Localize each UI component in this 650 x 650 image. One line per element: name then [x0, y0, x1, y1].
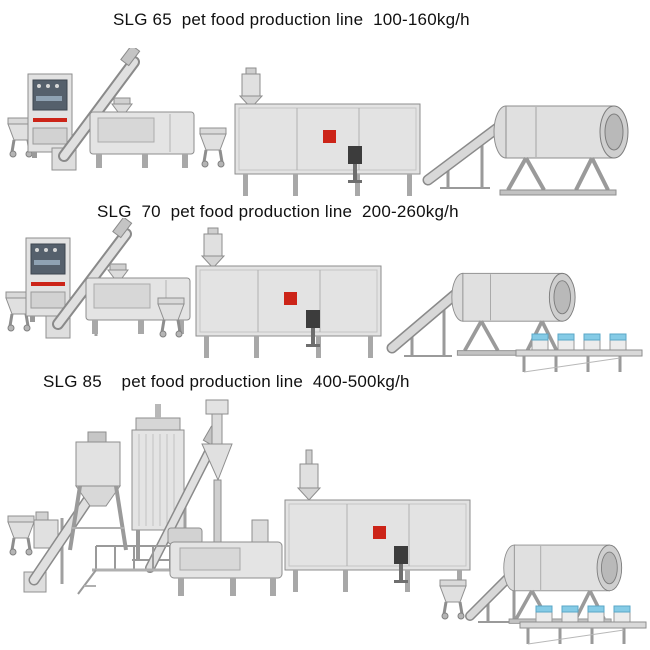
- production-line-slg70-illustration: [4, 218, 644, 374]
- drying-oven: [284, 499, 471, 593]
- trolley-bin: [438, 578, 468, 621]
- production-line-slg65-illustration: [6, 48, 630, 197]
- drying-oven: [195, 265, 382, 359]
- feeder-cyclone: [201, 399, 233, 543]
- incline-conveyor: [386, 286, 464, 357]
- production-line-slg85-illustration: [6, 399, 648, 646]
- trolley-bin: [6, 514, 36, 557]
- line-title-slg65: SLG 65 pet food production line 100-160k…: [113, 10, 470, 29]
- line-title-slg70: SLG 70 pet food production line 200-260k…: [97, 202, 459, 221]
- feeding-hopper: [238, 67, 264, 109]
- flavoring-drum: [492, 104, 630, 197]
- feeding-hopper: [200, 227, 226, 269]
- line-title-slg85: SLG 85 pet food production line 400-500k…: [43, 372, 410, 391]
- cooling-conveyor: [518, 604, 648, 646]
- drying-oven: [234, 103, 421, 197]
- screw-conveyor: [51, 48, 141, 171]
- cooling-conveyor: [514, 332, 644, 374]
- trolley-bin: [198, 126, 228, 169]
- incline-conveyor: [422, 120, 506, 189]
- feeding-hopper: [296, 449, 322, 501]
- twin-screw-extruder: [167, 519, 283, 596]
- mixing-machine: [68, 431, 128, 551]
- flavoring-drum: [449, 271, 577, 358]
- operation-platform: [77, 545, 172, 595]
